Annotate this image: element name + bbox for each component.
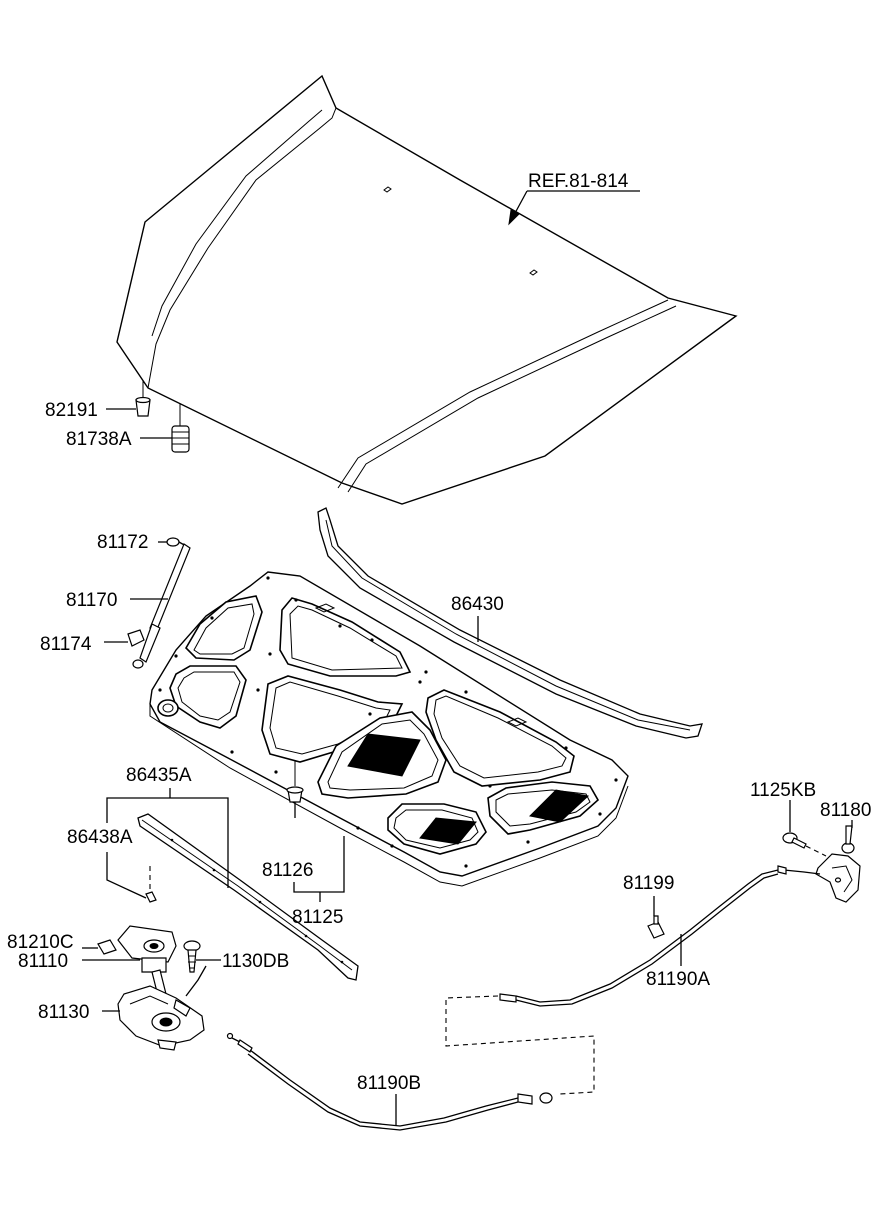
clip-81126 — [286, 760, 304, 818]
release-handle-81180 — [815, 825, 861, 903]
release-cable-81190A — [499, 865, 821, 1007]
label-81170[interactable]: 81170 — [66, 590, 117, 611]
hood-insulator-panel — [149, 571, 629, 887]
label-1125KB[interactable]: 1125KB — [750, 780, 816, 801]
hood-panel — [116, 74, 738, 505]
bolt-1125KB — [782, 832, 827, 857]
label-81210C[interactable]: 81210C — [7, 932, 74, 953]
label-ref-81-814[interactable]: REF.81-814 — [528, 171, 629, 192]
label-81174[interactable]: 81174 — [40, 634, 92, 655]
hood-seal-86435A — [137, 813, 359, 981]
release-cable-81190B — [226, 1032, 553, 1131]
label-81110[interactable]: 81110 — [18, 951, 68, 972]
weatherstrip-86430 — [317, 507, 703, 739]
label-86435A[interactable]: 86435A — [126, 765, 192, 786]
label-81190B[interactable]: 81190B — [357, 1073, 421, 1094]
label-81172[interactable]: 81172 — [97, 532, 148, 553]
hood-lift-strut-81170 — [127, 537, 191, 669]
cable-routing-dashed — [445, 995, 595, 1095]
label-81199[interactable]: 81199 — [623, 873, 674, 894]
label-81130[interactable]: 81130 — [38, 1002, 89, 1023]
hood-bumper-82191 — [135, 380, 151, 417]
label-86430[interactable]: 86430 — [451, 594, 504, 615]
clip-86438A — [145, 866, 157, 903]
label-81190A[interactable]: 81190A — [646, 969, 710, 990]
label-81125[interactable]: 81125 — [292, 907, 343, 928]
hood-latch-assembly — [97, 925, 207, 1051]
hood-adjuster-81738A — [171, 404, 190, 453]
label-86438A[interactable]: 86438A — [67, 827, 133, 848]
label-81126[interactable]: 81126 — [262, 860, 313, 881]
label-81180[interactable]: 81180 — [820, 800, 871, 821]
cable-clip-81199 — [647, 915, 665, 939]
label-82191[interactable]: 82191 — [45, 400, 98, 421]
label-81738A[interactable]: 81738A — [66, 429, 132, 450]
label-1130DB[interactable]: 1130DB — [222, 951, 289, 972]
